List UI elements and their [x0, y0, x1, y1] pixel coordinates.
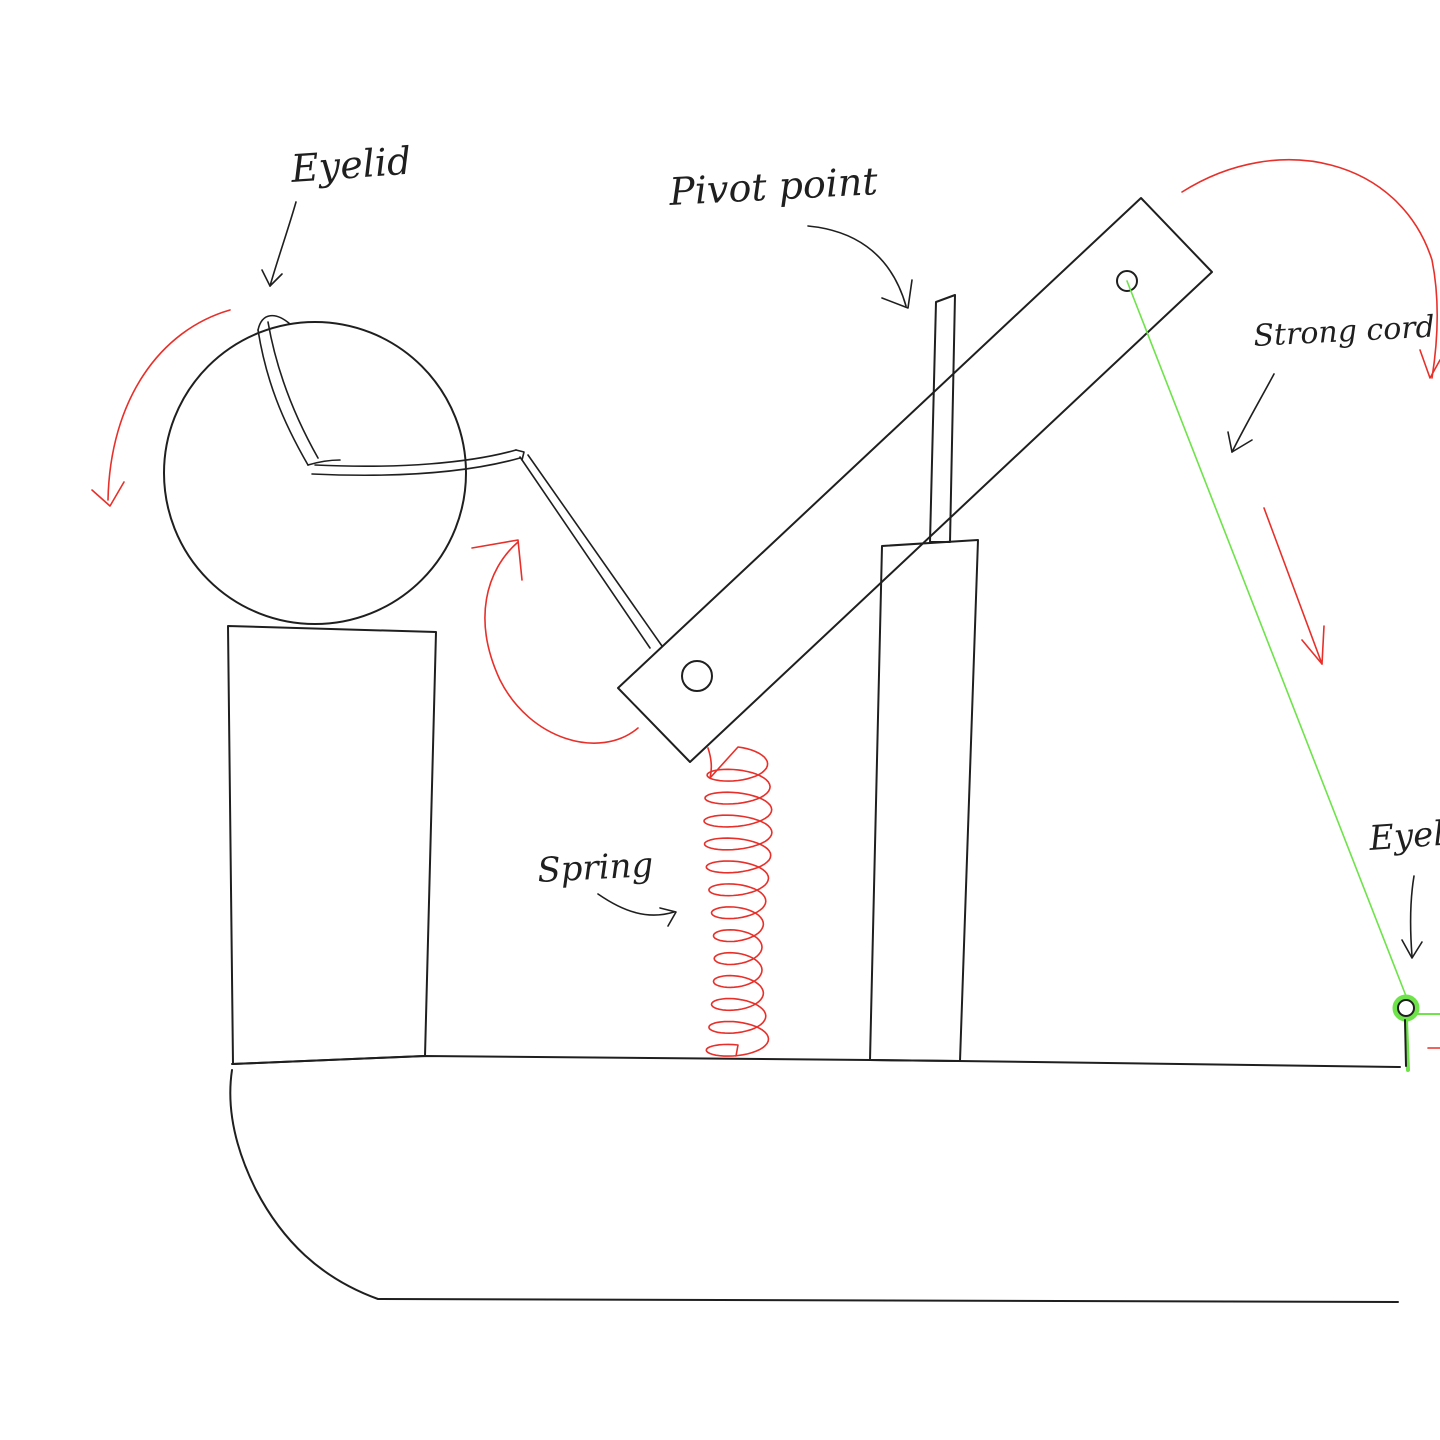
label-eyelid-right: Eyele — [1367, 812, 1440, 859]
label-spring: Spring — [536, 845, 654, 891]
lever-hole-upper — [1116, 270, 1138, 292]
label-pivot-point: Pivot point — [667, 159, 879, 214]
arrow-eyelid-rotation — [91, 309, 231, 507]
base-platform — [229, 1055, 1401, 1303]
motion-arrows — [91, 159, 1440, 744]
spring — [703, 746, 773, 1057]
arrow-cord-pull — [1263, 507, 1325, 665]
connecting-rod — [311, 449, 663, 649]
eyelid-left-pointer-icon — [261, 201, 297, 287]
label-eyelid-left: Eyelid — [289, 139, 413, 191]
eyelid-flap — [257, 314, 341, 466]
arrow-top-right-swing — [1181, 159, 1440, 379]
eyelid-hook-right — [1392, 994, 1440, 1072]
support-column — [869, 539, 979, 1062]
arrow-lever-swing — [471, 539, 639, 744]
pointer-arrows — [261, 201, 1423, 959]
lever-hole-lower — [681, 660, 713, 692]
eyelid-right-pointer-icon — [1401, 875, 1423, 959]
strong-cord-pointer-icon — [1227, 373, 1275, 453]
pivot-post — [929, 294, 956, 543]
spring-pointer-icon — [597, 893, 677, 927]
label-strong-cord: Strong cord — [1253, 310, 1436, 354]
pivot-point-pointer-icon — [807, 225, 913, 309]
lever-arm — [617, 197, 1213, 763]
eyeball — [163, 321, 467, 625]
strong-cord — [1126, 280, 1407, 997]
left-pedestal — [227, 625, 437, 1065]
